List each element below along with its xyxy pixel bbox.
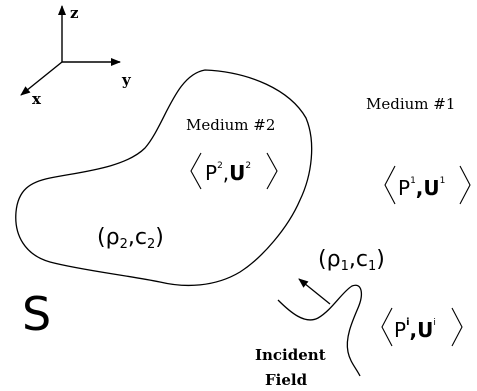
density-subscript: 2 [120, 237, 128, 252]
open-paren: ( [97, 225, 106, 250]
velocity-symbol: U [417, 318, 433, 342]
pressure-symbol: P [205, 161, 217, 185]
density-symbol: ρ [106, 225, 120, 250]
medium1-params: (ρ1,c1) [318, 247, 385, 274]
comma: , [223, 161, 229, 185]
pressure-symbol: P [394, 318, 406, 342]
sound-speed-symbol: c [356, 247, 368, 272]
pressure-superscript: 2 [217, 161, 223, 171]
velocity-superscript: 1 [440, 176, 446, 186]
right-angle-bracket [266, 152, 278, 190]
medium2-label: Medium #2 [186, 116, 275, 134]
comma: , [410, 318, 418, 342]
comma: , [349, 247, 356, 272]
right-angle-bracket [451, 307, 463, 347]
scatterer-boundary [15, 69, 313, 287]
close-paren: ) [376, 247, 385, 272]
sound-speed-subscript: 2 [147, 237, 155, 252]
medium2-field-bracket: P2,U2 [190, 152, 278, 190]
density-symbol: ρ [327, 247, 341, 272]
coordinate-axes [20, 5, 121, 96]
surface-label: S [22, 287, 51, 341]
close-paren: ) [155, 225, 164, 250]
pressure-symbol: P [398, 176, 410, 200]
sound-speed-subscript: 1 [368, 259, 376, 274]
propagation-arrow [298, 278, 331, 305]
incident-field-bracket: Pi,Ui [381, 307, 463, 347]
incident-field: Pi,Ui [394, 317, 436, 342]
velocity-symbol: U [229, 161, 245, 185]
medium2-params: (ρ2,c2) [97, 225, 164, 252]
density-subscript: 1 [341, 259, 349, 274]
medium1-label: Medium #1 [366, 95, 455, 113]
velocity-superscript: i [433, 318, 436, 328]
medium1-field: P1,U1 [398, 176, 445, 200]
incident-label-line2: Field [265, 371, 308, 389]
x-axis-line [20, 61, 63, 96]
velocity-symbol: U [423, 176, 439, 200]
y-axis-label: y [121, 71, 132, 89]
right-angle-bracket [459, 165, 471, 205]
medium1-field-bracket: P1,U1 [384, 165, 471, 205]
pressure-superscript: 1 [410, 176, 416, 186]
sound-speed-symbol: c [135, 225, 147, 250]
x-axis-label: x [32, 90, 42, 108]
left-angle-bracket [384, 165, 396, 205]
velocity-superscript: 2 [245, 161, 251, 171]
incident-wavefront [277, 284, 363, 377]
pressure-superscript: i [406, 317, 409, 328]
left-angle-bracket [190, 152, 202, 190]
z-axis-label: z [70, 4, 79, 22]
comma: , [416, 176, 424, 200]
medium2-field: P2,U2 [205, 161, 251, 185]
comma: , [128, 225, 135, 250]
left-angle-bracket [381, 307, 393, 347]
open-paren: ( [318, 247, 327, 272]
incident-label-line1: Incident [255, 346, 326, 364]
